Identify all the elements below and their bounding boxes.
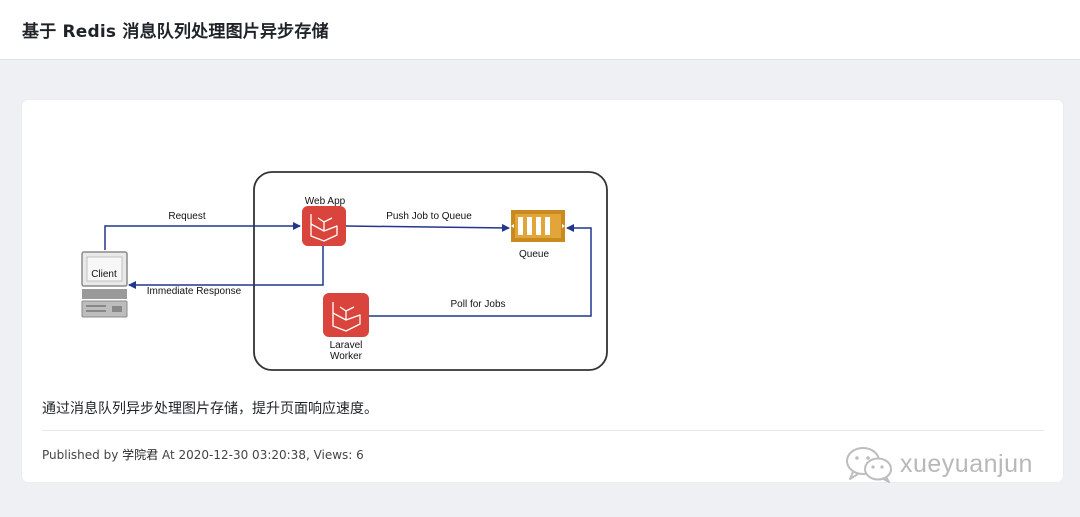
- request-arrow: [104, 222, 301, 250]
- computer-icon: [81, 251, 128, 318]
- request-label: Request: [168, 211, 205, 222]
- top-bar: 基于 Redis 消息队列处理图片异步存储: [0, 0, 1080, 60]
- poll-jobs-label: Poll for Jobs: [450, 299, 505, 310]
- worker-label-line2: Worker: [330, 351, 363, 362]
- post-caption: 通过消息队列异步处理图片存储，提升页面响应速度。: [42, 401, 378, 417]
- divider: [42, 430, 1044, 431]
- architecture-diagram: Client Web App Queue Laravel Worker R: [81, 171, 608, 371]
- server-boundary: [253, 171, 608, 371]
- push-job-arrow: [345, 223, 510, 232]
- client-label: Client: [91, 269, 117, 280]
- wechat-icon: [846, 447, 892, 483]
- meta-prefix: Published by: [42, 448, 119, 462]
- watermark-text: xueyuanjun: [900, 449, 1033, 478]
- laravel-icon: [302, 206, 346, 246]
- author-link[interactable]: 学院君: [122, 448, 159, 462]
- poll-jobs-arrow: [369, 224, 592, 317]
- page-title: 基于 Redis 消息队列处理图片异步存储: [22, 22, 329, 42]
- post-card: Client Web App Queue Laravel Worker R: [22, 100, 1063, 484]
- queue-label: Queue: [519, 249, 549, 260]
- watermark: xueyuanjun: [844, 444, 1033, 484]
- queue-icon: [511, 210, 565, 242]
- push-job-label: Push Job to Queue: [386, 211, 472, 222]
- laravel-icon: [323, 293, 369, 337]
- meta-suffix: At 2020-12-30 03:20:38, Views: 6: [161, 448, 364, 462]
- worker-label-line1: Laravel: [330, 340, 363, 351]
- immediate-response-label: Immediate Response: [147, 286, 242, 297]
- post-meta: Published by 学院君 At 2020-12-30 03:20:38,…: [42, 446, 364, 463]
- web-app-label: Web App: [305, 196, 346, 207]
- immediate-response-arrow: [128, 246, 324, 289]
